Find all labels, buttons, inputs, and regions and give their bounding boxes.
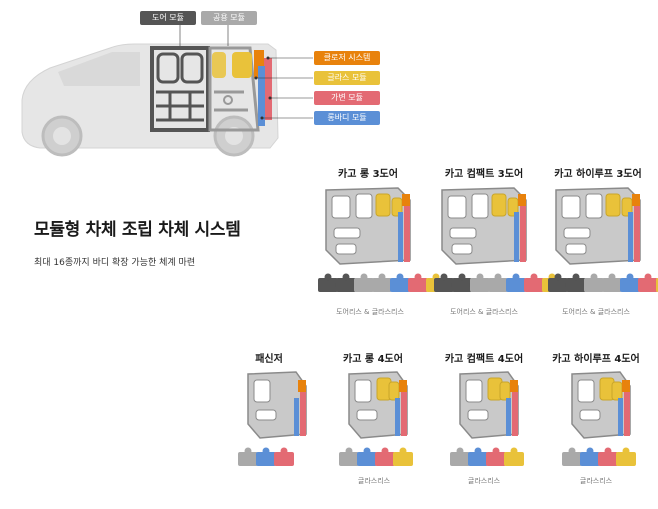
longbody-module-part: [258, 66, 265, 126]
variant-caption-row2-2: 글라스리스: [357, 477, 391, 485]
vehicle-illustration: [21, 25, 313, 157]
variant-caption-row1-1: 도어리스 & 글라스리스: [336, 308, 404, 316]
variant-diagram-row1-3: [548, 187, 658, 292]
variant-caption-row2-3: 글라스리스: [467, 477, 501, 485]
variant-name-row2-1: 패신저: [255, 354, 283, 365]
body-frame: [555, 187, 641, 265]
variant-diagram-row1-2: [434, 187, 562, 292]
door-module-frame: [150, 46, 210, 132]
variant-caption-row1-2: 도어리스 & 글라스리스: [450, 308, 518, 316]
variant-diagram-row2-1: [238, 371, 307, 466]
puzzle-piece: [616, 447, 636, 466]
main-title: 모듈형 차체 조립 차체 시스템: [34, 220, 241, 240]
variant-diagram-row2-2: [339, 371, 413, 466]
variable-module-tag: 가변 모듈: [314, 91, 380, 105]
puzzle-piece: [562, 447, 585, 466]
common-module-frame: [208, 46, 260, 132]
puzzle-piece: [504, 447, 524, 466]
common-module-tag: 공용 모듈: [201, 11, 257, 25]
variant-name-row1-3: 카고 하이루프 3도어: [554, 169, 642, 180]
puzzle-piece: [638, 273, 658, 292]
variable-module-part: [264, 58, 272, 120]
body-frame: [325, 187, 411, 265]
variant-caption-row2-4: 글라스리스: [579, 477, 613, 485]
variant-name-row1-2: 카고 컴팩트 3도어: [444, 169, 524, 180]
vehicle-windshield: [58, 52, 140, 86]
body-frame: [348, 371, 408, 439]
body-frame: [247, 371, 307, 439]
glass-module-tag: 글라스 모듈: [314, 71, 380, 85]
longbody-module-tag: 롱바디 모듈: [314, 111, 380, 125]
puzzle-piece: [393, 447, 413, 466]
main-subtitle: 최대 16종까지 바디 확장 가능한 체계 마련: [34, 258, 196, 268]
body-frame: [441, 187, 527, 265]
variant-name-row2-2: 카고 롱 4도어: [343, 354, 403, 365]
puzzle-piece: [468, 447, 491, 466]
variant-name-row2-3: 카고 컴팩트 4도어: [444, 354, 524, 365]
variant-name-row1-1: 카고 롱 3도어: [338, 169, 398, 180]
door-module-tag: 도어 모듈: [140, 11, 196, 25]
closure-system-part: [254, 50, 264, 78]
body-frame: [459, 371, 519, 439]
variant-diagram-row2-3: [450, 371, 524, 466]
puzzle-piece: [274, 447, 294, 466]
variant-diagram-row2-4: [562, 371, 636, 466]
body-frame: [571, 371, 631, 439]
variant-name-row2-4: 카고 하이루프 4도어: [552, 354, 640, 365]
variant-caption-row1-3: 도어리스 & 글라스리스: [562, 308, 630, 316]
closure-system-tag: 클로저 시스템: [314, 51, 380, 65]
variant-diagram-row1-1: [318, 187, 446, 292]
glass-module-window: [232, 52, 252, 78]
